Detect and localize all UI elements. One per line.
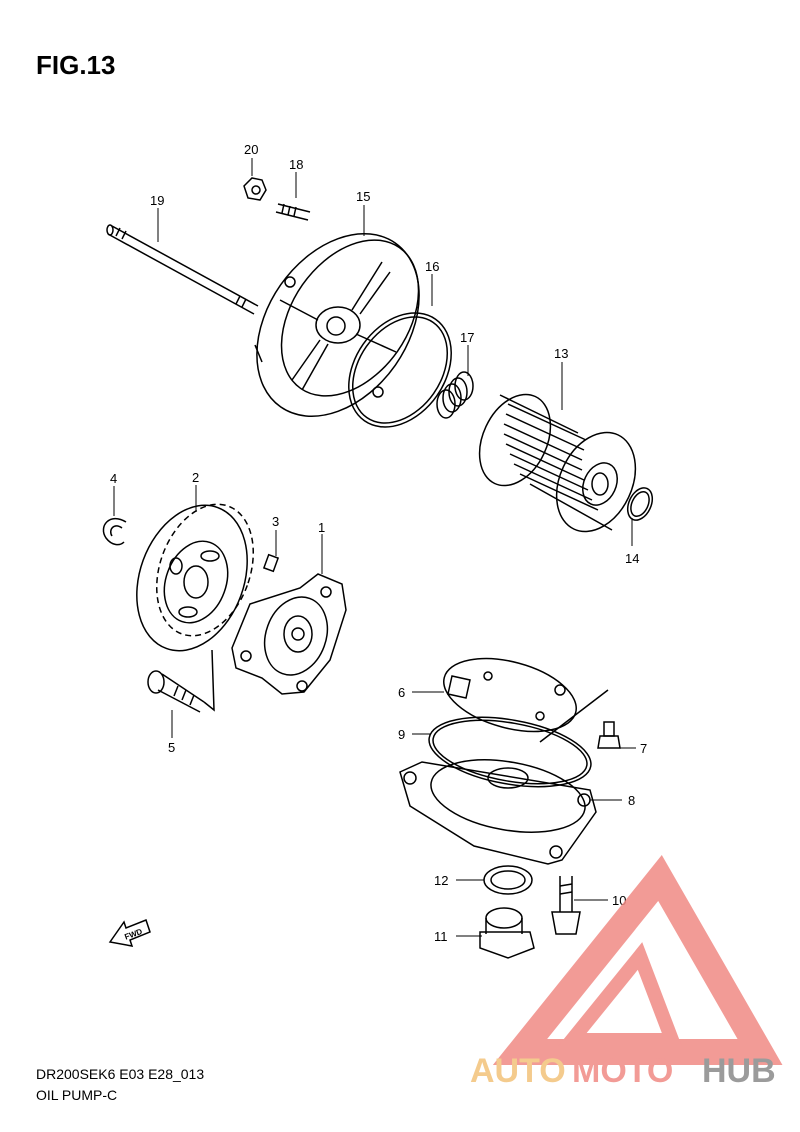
- callout-3: 3: [272, 514, 279, 529]
- part-3-pin: [262, 553, 280, 573]
- part-18-stud: [275, 203, 311, 221]
- fwd-arrow-icon: FWD: [108, 919, 151, 947]
- callout-7: 7: [640, 741, 647, 756]
- watermark-logo: AUTO MOTO HUB: [470, 855, 783, 1090]
- part-11-drain-plug: [479, 907, 535, 959]
- part-8-oil-pan: [399, 689, 609, 865]
- callout-18: 18: [289, 157, 303, 172]
- part-20-nut: [243, 177, 267, 201]
- part-10-bolt: [551, 876, 581, 935]
- part-9-gasket: [428, 716, 592, 788]
- callout-13: 13: [554, 346, 568, 361]
- part-19-stud: [106, 224, 259, 315]
- part-1-oil-pump: [231, 573, 347, 695]
- callout-16: 16: [425, 259, 439, 274]
- part-4-circlip: [102, 517, 127, 546]
- part-15-cover: [254, 233, 420, 417]
- section-name: OIL PUMP-C: [36, 1087, 118, 1103]
- callout-1: 1: [318, 520, 325, 535]
- callout-9: 9: [398, 727, 405, 742]
- watermark-text-auto: AUTO: [470, 1052, 566, 1090]
- callout-2: 2: [192, 470, 199, 485]
- watermark-text-hub: HUB: [702, 1052, 776, 1090]
- watermark-text-moto: MOTO: [572, 1052, 673, 1090]
- part-7-bolt: [597, 721, 621, 749]
- callout-14: 14: [625, 551, 639, 566]
- callout-6: 6: [398, 685, 405, 700]
- figure-title: FIG.13: [36, 50, 116, 80]
- callout-17: 17: [460, 330, 474, 345]
- part-6-strainer: [443, 657, 577, 733]
- callout-15: 15: [356, 189, 370, 204]
- callout-5: 5: [168, 740, 175, 755]
- part-17-spring: [436, 371, 474, 419]
- part-5-bolt: [147, 649, 215, 713]
- part-2-gear: [136, 503, 255, 652]
- callout-20: 20: [244, 142, 258, 157]
- callout-12: 12: [434, 873, 448, 888]
- leader-lines: [113, 158, 636, 937]
- callout-8: 8: [628, 793, 635, 808]
- part-16-o-ring: [348, 312, 452, 428]
- callout-labels: 1 2 3 4 5 6 7 8 9 10 11 12 13 14 15 16 1…: [110, 142, 647, 944]
- model-code: DR200SEK6 E03 E28_013: [36, 1066, 205, 1082]
- callout-11: 11: [434, 929, 448, 944]
- part-13-oil-filter: [478, 393, 637, 533]
- part-14-o-ring: [626, 487, 654, 521]
- callout-4: 4: [110, 471, 117, 486]
- callout-19: 19: [150, 193, 164, 208]
